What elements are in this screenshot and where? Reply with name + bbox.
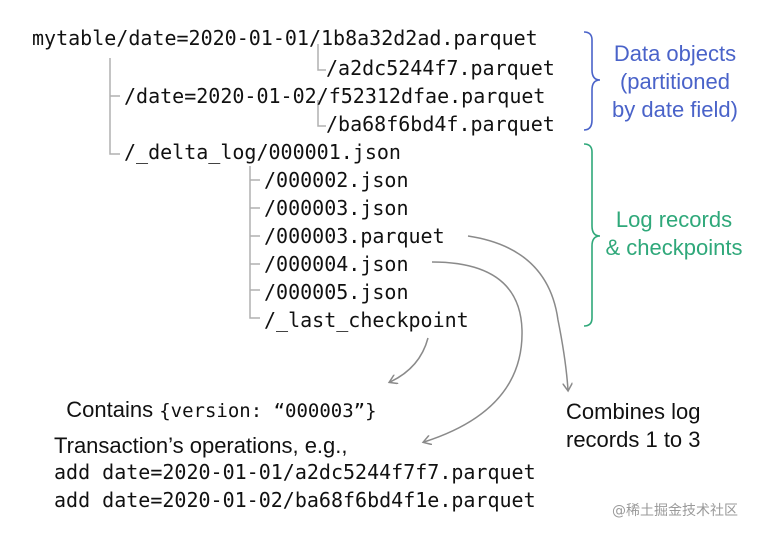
label-log-records: Log records & checkpoints [605, 207, 743, 260]
arrow-last-checkpoint [390, 337, 429, 382]
connector-log-trunk [249, 166, 260, 319]
tree-last-checkpoint: /_last_checkpoint [264, 308, 469, 332]
tree-file-a2dc: /a2dc5244f7.parquet [326, 56, 555, 80]
connector-date-02-children [317, 100, 326, 127]
arrow-000004-json [424, 261, 523, 442]
brace-data-objects [583, 31, 601, 131]
tree-file-ba68: /ba68f6bd4f.parquet [326, 112, 555, 136]
connector-root-trunk [109, 58, 120, 155]
label-data-objects: Data objects (partitioned by date field) [612, 41, 738, 122]
tree-log-5: /000005.json [264, 280, 409, 304]
tree-root-file: mytable/date=2020-01-01/1b8a32d2ad.parqu… [32, 26, 538, 50]
note-transaction-title: Transaction’s operations, e.g., [54, 433, 348, 458]
note-contains-prefix: Contains [66, 397, 160, 422]
watermark: @稀土掘金技术社区 [612, 503, 738, 519]
note-transaction-line-1: add date=2020-01-01/a2dc5244f7f7.parquet [54, 460, 536, 484]
brace-log-records [583, 143, 601, 327]
tree-log-2: /000002.json [264, 168, 409, 192]
tree-log-3: /000003.json [264, 196, 409, 220]
tree-date-02-file: /date=2020-01-02/f52312dfae.parquet [124, 84, 546, 108]
note-contains-code: {version: “000003”} [159, 400, 377, 422]
tree-delta-log-1: /_delta_log/000001.json [124, 140, 401, 164]
label-combines: Combines log records 1 to 3 [566, 399, 701, 452]
tree-connectors [109, 44, 326, 319]
tree-log-3-parquet: /000003.parquet [264, 224, 445, 248]
note-contains: Contains {version: “000003”} [54, 368, 377, 425]
arrow-000003-parquet [467, 235, 568, 390]
tree-log-4: /000004.json [264, 252, 409, 276]
connector-date-01-children [317, 44, 326, 71]
note-transaction-line-2: add date=2020-01-02/ba68f6bd4f1e.parquet [54, 488, 536, 512]
